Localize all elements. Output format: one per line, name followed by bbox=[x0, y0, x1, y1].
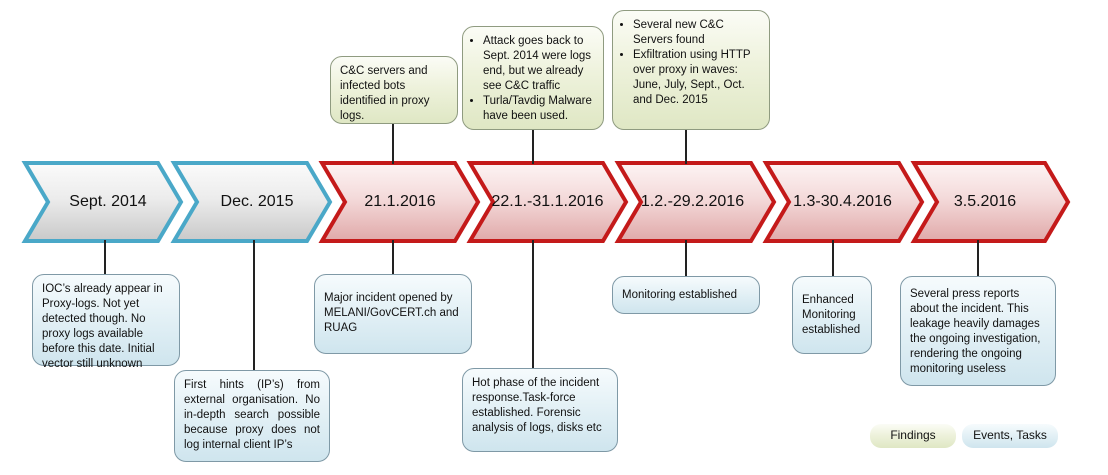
event-5-text: Monitoring established bbox=[622, 289, 738, 301]
connector-finding-3 bbox=[685, 128, 687, 164]
stage-label-7: 3.5.2016 bbox=[953, 193, 1017, 210]
event-6-text: Enhanced Monitoring established bbox=[802, 294, 861, 336]
event-7-text: Several press reports about the incident… bbox=[910, 288, 1041, 375]
connector-event-7 bbox=[977, 240, 979, 276]
stage-label-3: 21.1.2016 bbox=[364, 193, 436, 210]
finding-2-item-2: Turla/Tavdig Malware have been used. bbox=[483, 94, 594, 124]
stage-label-2: Dec. 2015 bbox=[220, 193, 294, 210]
event-box-5: Monitoring established bbox=[612, 276, 760, 314]
stage-label-1: Sept. 2014 bbox=[69, 193, 147, 210]
event-box-1: IOC’s already appear in Proxy-logs. Not … bbox=[32, 274, 180, 370]
chevron-sept-2014 bbox=[21, 161, 184, 243]
chevron-1-3-30-4-2016 bbox=[762, 161, 925, 243]
finding-box-3: Several new C&C Servers found Exfiltrati… bbox=[612, 10, 770, 130]
connector-event-3 bbox=[392, 240, 394, 276]
connector-event-1 bbox=[104, 240, 106, 276]
legend-events-tasks: Events, Tasks bbox=[962, 424, 1058, 448]
chevron-dec-2015 bbox=[170, 161, 333, 243]
finding-3-item-1: Several new C&C Servers found bbox=[633, 18, 760, 48]
event-box-6: Enhanced Monitoring established bbox=[792, 276, 872, 354]
finding-1-text: C&C servers and infected bots identified… bbox=[340, 65, 430, 122]
stage-label-5: 1.2.-29.2.2016 bbox=[640, 193, 745, 210]
connector-event-2 bbox=[253, 240, 255, 372]
finding-box-1: C&C servers and infected bots identified… bbox=[330, 56, 458, 124]
connector-event-6 bbox=[832, 240, 834, 276]
legend-findings: Findings bbox=[870, 424, 956, 448]
chevron-1-2-29-2-2016 bbox=[614, 161, 777, 243]
event-4-text: Hot phase of the incident response.Task-… bbox=[472, 377, 602, 434]
event-box-3: Major incident opened by MELANI/GovCERT.… bbox=[314, 274, 472, 354]
finding-box-2: Attack goes back to Sept. 2014 were logs… bbox=[462, 26, 604, 130]
chevron-3-5-2016 bbox=[910, 161, 1071, 243]
stage-label-6: 1.3-30.4.2016 bbox=[793, 193, 892, 210]
connector-event-5 bbox=[685, 240, 687, 276]
event-box-7: Several press reports about the incident… bbox=[900, 276, 1056, 386]
stage-label-4: 22.1.-31.1.2016 bbox=[491, 193, 604, 210]
event-1-text: IOC’s already appear in Proxy-logs. Not … bbox=[42, 283, 163, 370]
connector-event-4 bbox=[532, 240, 534, 370]
event-3-text: Major incident opened by MELANI/GovCERT.… bbox=[324, 292, 459, 334]
event-2-text: First hints (IP’s) from external organis… bbox=[184, 379, 320, 451]
chevron-21-1-2016 bbox=[318, 161, 481, 243]
event-box-2: First hints (IP’s) from external organis… bbox=[174, 370, 330, 462]
event-box-4: Hot phase of the incident response.Task-… bbox=[462, 368, 618, 452]
finding-2-item-1: Attack goes back to Sept. 2014 were logs… bbox=[483, 34, 594, 94]
chevron-22-1-31-1-2016 bbox=[466, 161, 629, 243]
connector-finding-1 bbox=[392, 122, 394, 164]
finding-3-item-2: Exfiltration using HTTP over proxy in wa… bbox=[633, 48, 760, 108]
connector-finding-2 bbox=[532, 128, 534, 164]
